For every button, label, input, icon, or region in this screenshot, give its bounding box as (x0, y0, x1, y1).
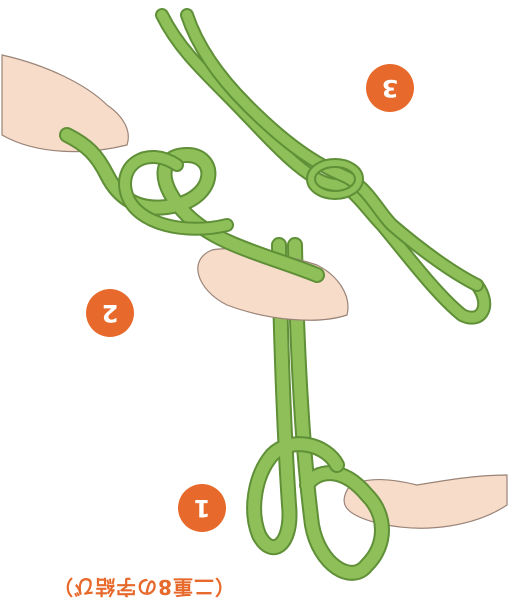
step-2-illustration (2, 55, 348, 320)
step-badge-1: 1 (178, 484, 226, 532)
step-badge-3: 3 (366, 64, 414, 112)
step-number: 1 (194, 494, 211, 522)
caption: （二重8の字結び） (35, 574, 235, 603)
step-badge-2: 2 (86, 289, 134, 337)
step-number: 3 (382, 74, 399, 102)
step-number: 2 (102, 299, 119, 327)
